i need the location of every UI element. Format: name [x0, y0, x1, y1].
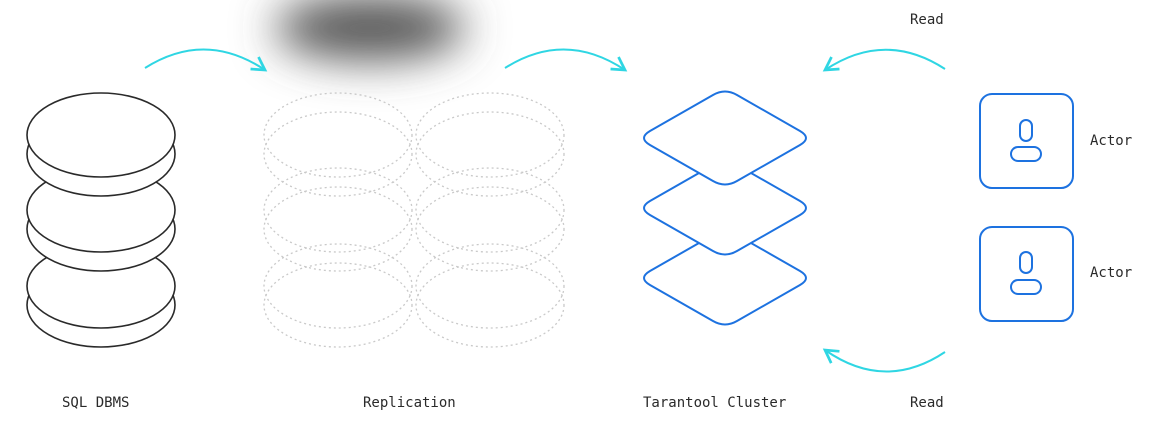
- arrow-read-bottom: [822, 348, 946, 373]
- arrow-read-top: [822, 48, 946, 72]
- blur-shadow: [275, 0, 465, 60]
- sql-dbms-stack: [26, 92, 176, 348]
- replication-label: Replication: [363, 395, 456, 411]
- disk-bottom: [415, 186, 565, 272]
- disk-bottom: [263, 186, 413, 272]
- user-body-icon: [1010, 279, 1042, 295]
- arrow-replication-to-cluster: [504, 48, 628, 72]
- replica-stack-1: [263, 92, 413, 348]
- read-top-label: Read: [910, 12, 944, 28]
- user-head-icon: [1019, 251, 1033, 274]
- sql-dbms-label: SQL DBMS: [62, 395, 130, 411]
- disk-top: [263, 92, 413, 178]
- disk-bottom: [263, 262, 413, 348]
- disk-bottom: [263, 111, 413, 197]
- user-body-icon: [1010, 146, 1042, 162]
- actor-box-1: [979, 93, 1074, 189]
- disk-top: [263, 243, 413, 329]
- disk-top: [415, 167, 565, 253]
- disk-top: [26, 92, 176, 178]
- disk-top: [415, 243, 565, 329]
- replica-stack-2: [415, 92, 565, 348]
- actor-label-2: Actor: [1090, 265, 1133, 281]
- disk-bottom: [415, 262, 565, 348]
- arrow-sql-to-replication: [144, 48, 268, 72]
- actor-label-1: Actor: [1090, 133, 1133, 149]
- actor-box-2: [979, 226, 1074, 322]
- read-bottom-label: Read: [910, 395, 944, 411]
- disk-top: [263, 167, 413, 253]
- cluster-layer-1: [643, 90, 807, 186]
- tarantool-cluster-icon: [643, 90, 807, 326]
- disk-bottom: [415, 111, 565, 197]
- disk-top: [415, 92, 565, 178]
- tarantool-cluster-label: Tarantool Cluster: [643, 395, 787, 411]
- user-head-icon: [1019, 119, 1033, 142]
